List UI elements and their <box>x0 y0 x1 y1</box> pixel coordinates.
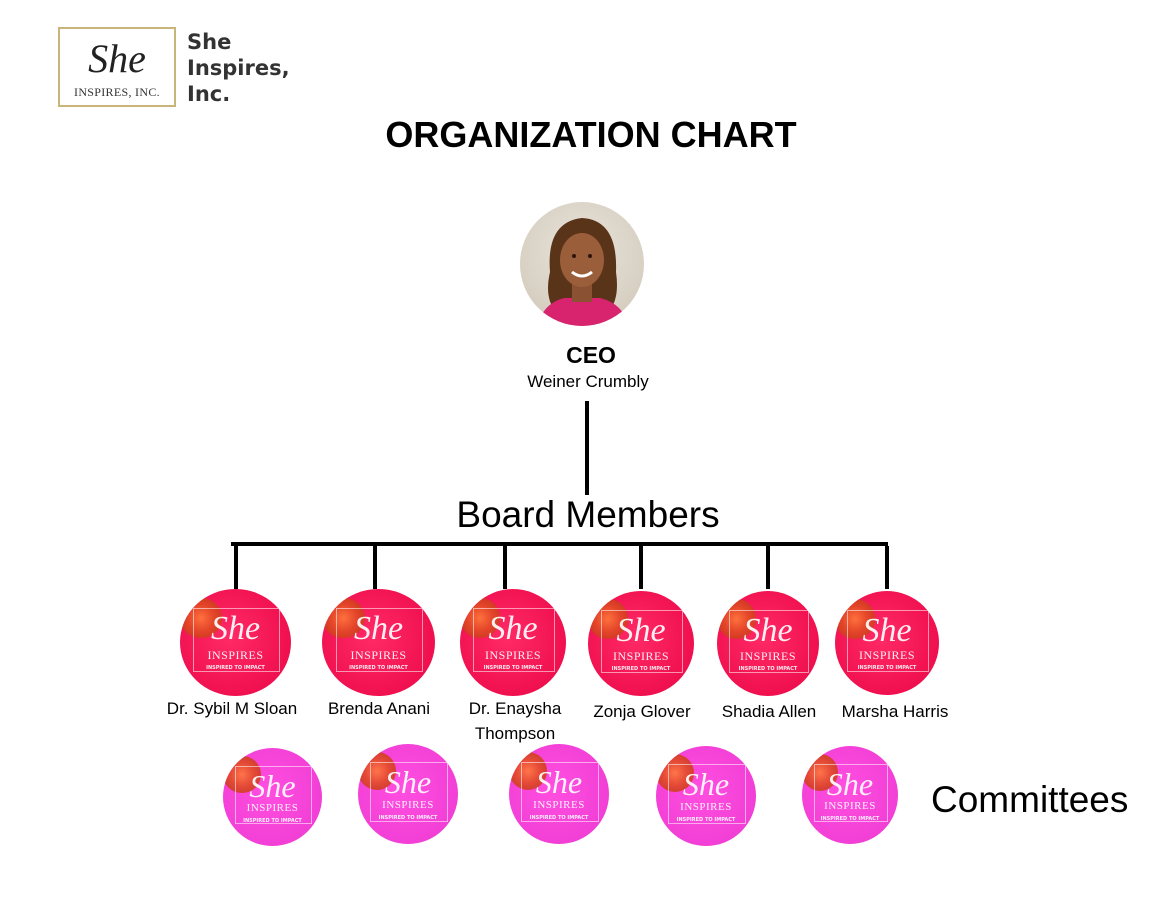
badge-tagline: INSPIRED TO IMPACT <box>483 664 543 671</box>
badge-tagline: INSPIRED TO IMPACT <box>738 665 798 672</box>
committee-badge: She INSPIRES INSPIRED TO IMPACT <box>509 744 609 844</box>
board-drop-line <box>766 546 770 589</box>
badge-word: INSPIRES <box>246 801 299 814</box>
page-title: ORGANIZATION CHART <box>385 114 797 155</box>
board-drop-line <box>234 546 238 589</box>
badge-word: INSPIRES <box>824 799 876 812</box>
badge-tagline: INSPIRED TO IMPACT <box>676 817 736 823</box>
ceo-photo <box>520 202 644 326</box>
badge-word: INSPIRES <box>207 647 264 662</box>
badge-script: She <box>743 612 793 649</box>
badge-script: She <box>616 612 666 649</box>
committee-badge: She INSPIRES INSPIRED TO IMPACT <box>802 746 898 844</box>
badge-script: She <box>862 611 912 649</box>
badge-script: She <box>249 767 296 804</box>
brand-name-line-3: Inc. <box>187 82 231 106</box>
badge-tagline: INSPIRED TO IMPACT <box>820 815 880 822</box>
board-member-name: Shadia Allen <box>721 702 817 721</box>
badge-tagline: INSPIRED TO IMPACT <box>378 815 438 821</box>
badge-word: INSPIRES <box>612 648 669 663</box>
badge-script: She <box>535 764 583 800</box>
badge-tagline: INSPIRED TO IMPACT <box>206 664 265 671</box>
board-drop-line <box>503 546 507 589</box>
committee-badge: She INSPIRES INSPIRED TO IMPACT <box>358 744 458 844</box>
company-logo: She INSPIRES, INC. <box>58 27 176 107</box>
committee-badge: She INSPIRES INSPIRED TO IMPACT <box>223 748 322 846</box>
ceo-connector-line <box>585 401 589 495</box>
badge-script: She <box>826 765 874 802</box>
board-drop-line <box>639 546 643 589</box>
ceo-name: Weiner Crumbly <box>527 372 649 391</box>
logo-subtitle: INSPIRES, INC. <box>74 85 160 99</box>
badge-word: INSPIRES <box>680 801 732 813</box>
brand-name: She Inspires, Inc. <box>187 29 297 107</box>
badge-word: INSPIRES <box>533 799 585 811</box>
committee-badge: She INSPIRES INSPIRED TO IMPACT <box>656 746 756 846</box>
logo-script: She <box>88 36 146 81</box>
badge-script: She <box>488 610 538 648</box>
badge-script: She <box>353 610 404 648</box>
board-member-name-line-2: Thompson <box>474 724 556 743</box>
board-drop-line <box>885 546 889 589</box>
board-members-label: Board Members <box>456 494 720 535</box>
badge-script: She <box>682 766 730 802</box>
board-member-badge: She INSPIRES INSPIRED TO IMPACT <box>588 591 694 696</box>
ceo-portrait-icon <box>538 218 628 326</box>
board-member-name: Marsha Harris <box>841 702 949 721</box>
board-member-badge: She INSPIRES INSPIRED TO IMPACT <box>322 589 435 696</box>
ceo-role: CEO <box>566 342 616 368</box>
board-member-name-line-1: Dr. Enaysha <box>468 699 562 718</box>
board-horizontal-line <box>231 542 888 546</box>
board-member-name: Zonja Glover <box>593 702 691 721</box>
board-member-name: Dr. Enaysha Thompson <box>469 696 562 746</box>
badge-tagline: INSPIRED TO IMPACT <box>529 815 589 821</box>
badge-tagline: INSPIRED TO IMPACT <box>349 664 408 671</box>
board-member-name: Brenda Anani <box>327 699 431 718</box>
badge-word: INSPIRES <box>858 648 915 663</box>
board-member-badge: She INSPIRES INSPIRED TO IMPACT <box>180 589 291 696</box>
brand-name-line-1: She <box>187 30 232 54</box>
board-member-name: Dr. Sybil M Sloan <box>166 699 298 718</box>
board-member-badge: She INSPIRES INSPIRED TO IMPACT <box>460 589 566 696</box>
badge-tagline: INSPIRED TO IMPACT <box>857 664 917 671</box>
badge-word: INSPIRES <box>350 647 407 662</box>
badge-tagline: INSPIRED TO IMPACT <box>611 665 671 672</box>
badge-word: INSPIRES <box>484 647 541 662</box>
committees-label: Committees <box>931 779 1129 820</box>
brand-name-line-2: Inspires, <box>187 56 290 80</box>
badge-word: INSPIRES <box>739 648 796 663</box>
board-drop-line <box>373 546 377 589</box>
badge-tagline: INSPIRED TO IMPACT <box>243 817 302 824</box>
board-member-badge: She INSPIRES INSPIRED TO IMPACT <box>717 591 819 696</box>
badge-script: She <box>384 764 432 800</box>
badge-script: She <box>210 610 261 648</box>
badge-word: INSPIRES <box>382 799 434 811</box>
board-member-badge: She INSPIRES INSPIRED TO IMPACT <box>835 591 939 695</box>
